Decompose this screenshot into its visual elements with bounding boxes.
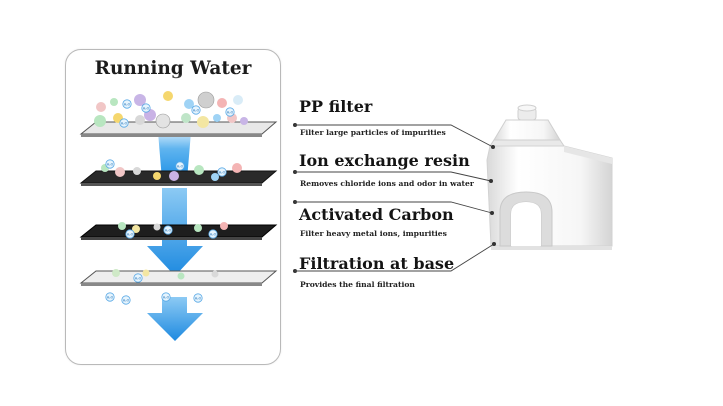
svg-text:H₂O: H₂O <box>177 164 184 168</box>
layer-title-ion-exchange: Ion exchange resin <box>299 151 470 170</box>
svg-text:H₂O: H₂O <box>227 110 234 114</box>
water-molecule-icon: H₂O <box>163 225 173 235</box>
layer-desc-ion-exchange: Removes chloride ions and odor in water <box>300 179 474 188</box>
water-molecule-icon: H₂O <box>119 118 129 128</box>
svg-text:H₂O: H₂O <box>165 228 172 232</box>
svg-text:H₂O: H₂O <box>193 108 200 112</box>
water-molecule-icon: H₂O <box>133 273 143 283</box>
svg-text:H₂O: H₂O <box>135 276 142 280</box>
svg-text:H₂O: H₂O <box>107 162 114 166</box>
water-molecule-icon: H₂O <box>191 105 201 115</box>
layer-title-activated-carbon: Activated Carbon <box>299 205 454 224</box>
water-molecule-icon: H₂O <box>105 292 115 302</box>
svg-text:H₂O: H₂O <box>123 298 130 302</box>
water-molecules: H₂O H₂O H₂O H₂O H₂O H₂O H₂O H₂O H₂O H₂O H₂O H₂O H₂O H… <box>105 99 235 305</box>
layer-desc-activated-carbon: Filter heavy metal ions, impurities <box>300 229 447 238</box>
svg-text:H₂O: H₂O <box>107 295 114 299</box>
flow-arrow-bottom <box>147 297 203 341</box>
panel-title: Running Water <box>94 58 252 79</box>
water-molecule-icon: H₂O <box>193 293 203 303</box>
leader-lines <box>293 123 496 273</box>
svg-text:H₂O: H₂O <box>210 232 217 236</box>
impurity-particles <box>94 73 248 280</box>
svg-text:H₂O: H₂O <box>163 295 170 299</box>
filter-cartridge-illustration <box>486 104 613 250</box>
water-molecule-icon: H₂O <box>161 292 171 302</box>
svg-text:H₂O: H₂O <box>127 232 134 236</box>
water-molecule-icon: H₂O <box>225 107 235 117</box>
svg-text:H₂O: H₂O <box>143 106 150 110</box>
water-molecule-icon: H₂O <box>217 167 227 177</box>
water-molecule-icon: H₂O <box>141 103 151 113</box>
svg-text:H₂O: H₂O <box>124 102 131 106</box>
water-molecule-icon: H₂O <box>122 99 132 109</box>
layer-desc-pp-filter: Filter large particles of impurities <box>300 128 446 137</box>
svg-text:H₂O: H₂O <box>219 170 226 174</box>
svg-text:H₂O: H₂O <box>121 121 128 125</box>
water-molecule-icon: H₂O <box>175 161 185 171</box>
layer-title-pp-filter: PP filter <box>299 97 373 116</box>
layer-title-base-filtration: Filtration at base <box>299 254 455 273</box>
water-molecule-icon: H₂O <box>105 159 115 169</box>
water-molecule-icon: H₂O <box>208 229 218 239</box>
layer-desc-base-filtration: Provides the final filtration <box>300 280 415 289</box>
svg-text:H₂O: H₂O <box>195 296 202 300</box>
carbon-filter-plate <box>79 224 278 238</box>
water-molecule-icon: H₂O <box>125 229 135 239</box>
water-molecule-icon: H₂O <box>121 295 131 305</box>
